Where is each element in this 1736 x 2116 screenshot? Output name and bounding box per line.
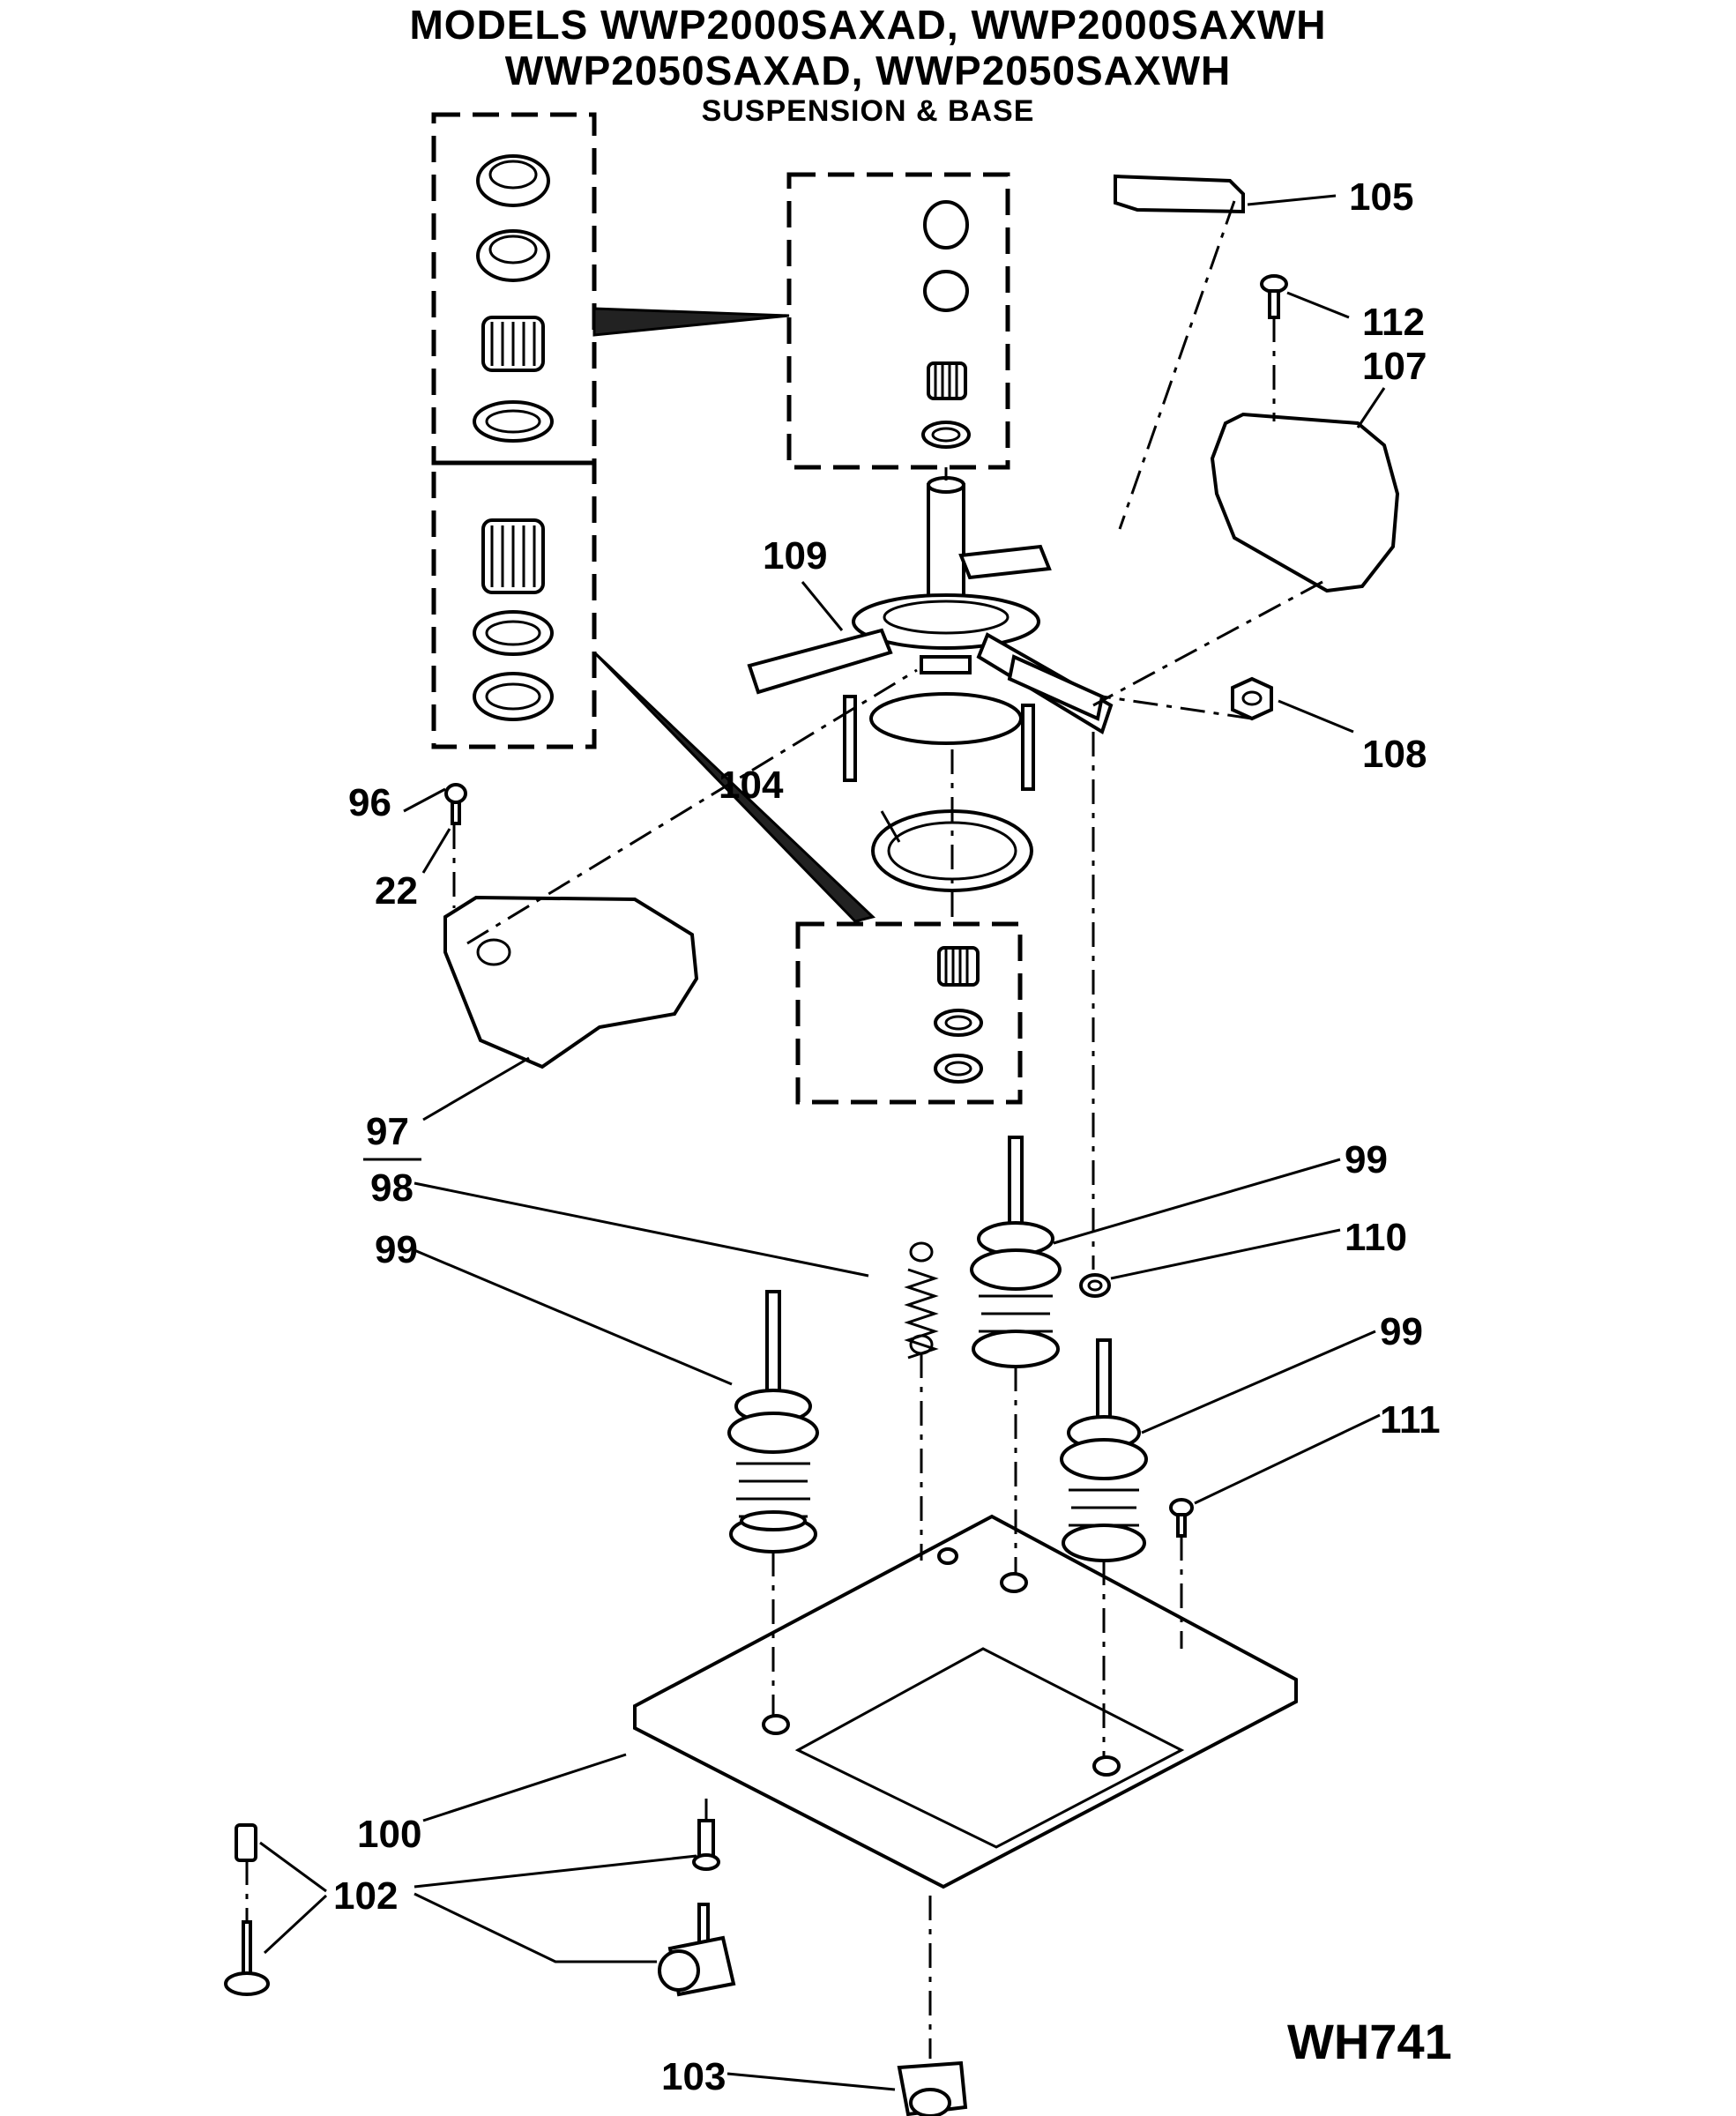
callout-22: 22 xyxy=(375,869,418,913)
caster-103 xyxy=(897,2060,968,2116)
suspension-rod-99-middle xyxy=(970,1136,1062,1368)
callout-105: 105 xyxy=(1349,175,1413,219)
callout-110: 110 xyxy=(1345,1216,1407,1259)
callout-98: 98 xyxy=(370,1166,414,1210)
callout-96: 96 xyxy=(348,781,391,824)
callout-97: 97 xyxy=(366,1110,409,1153)
center-lines xyxy=(245,200,1323,2059)
diagram-subtitle: SUSPENSION & BASE xyxy=(701,94,1035,128)
suspension-rod-99-left xyxy=(727,1290,819,1553)
caster-102 xyxy=(658,1819,736,1997)
callout-99-top: 99 xyxy=(1345,1138,1388,1181)
screw-111 xyxy=(1169,1498,1194,1538)
callout-111: 111 xyxy=(1380,1398,1441,1442)
bearing-kit-box-upper-center xyxy=(786,172,1010,470)
callout-104: 104 xyxy=(719,764,784,807)
shield-plate-107 xyxy=(1210,412,1400,593)
callout-112: 112 xyxy=(1362,301,1425,344)
diagram-title-line-2: WWP2050SAXAD, WWP2050SAXWH xyxy=(504,48,1232,93)
callout-109: 109 xyxy=(763,534,827,577)
washer-110 xyxy=(1079,1273,1111,1298)
spring-98 xyxy=(904,1241,939,1360)
box-pointer-wedge-upper xyxy=(592,307,790,337)
suspension-hub-assembly xyxy=(747,476,1114,791)
bearing-kit-box-lower-left xyxy=(431,460,597,749)
bearing-kit-box-upper-left xyxy=(431,112,597,466)
callout-102: 102 xyxy=(333,1874,398,1918)
bearing-kit-box-lower-center xyxy=(795,921,1023,1105)
callout-103: 103 xyxy=(661,2055,726,2098)
callout-107: 107 xyxy=(1362,345,1427,388)
suspension-rod-99-right xyxy=(1060,1338,1148,1562)
diagram-code: WH741 xyxy=(1287,2014,1452,2069)
callout-108: 108 xyxy=(1362,733,1427,776)
callout-100: 100 xyxy=(357,1813,421,1856)
diagram-title-line-1: MODELS WWP2000SAXAD, WWP2000SAXWH xyxy=(409,2,1327,48)
bolt-96 xyxy=(444,783,467,825)
nut-108 xyxy=(1231,676,1273,721)
screw-112 xyxy=(1260,274,1288,319)
shield-plate-97 xyxy=(443,895,699,1069)
base-frame-100 xyxy=(633,1514,1298,1889)
leader-lines xyxy=(259,194,1386,2091)
bracket-part xyxy=(1114,174,1245,214)
callout-99-left: 99 xyxy=(375,1228,418,1271)
callout-99-right: 99 xyxy=(1380,1310,1423,1353)
box-pointer-wedge-lower xyxy=(592,651,876,923)
